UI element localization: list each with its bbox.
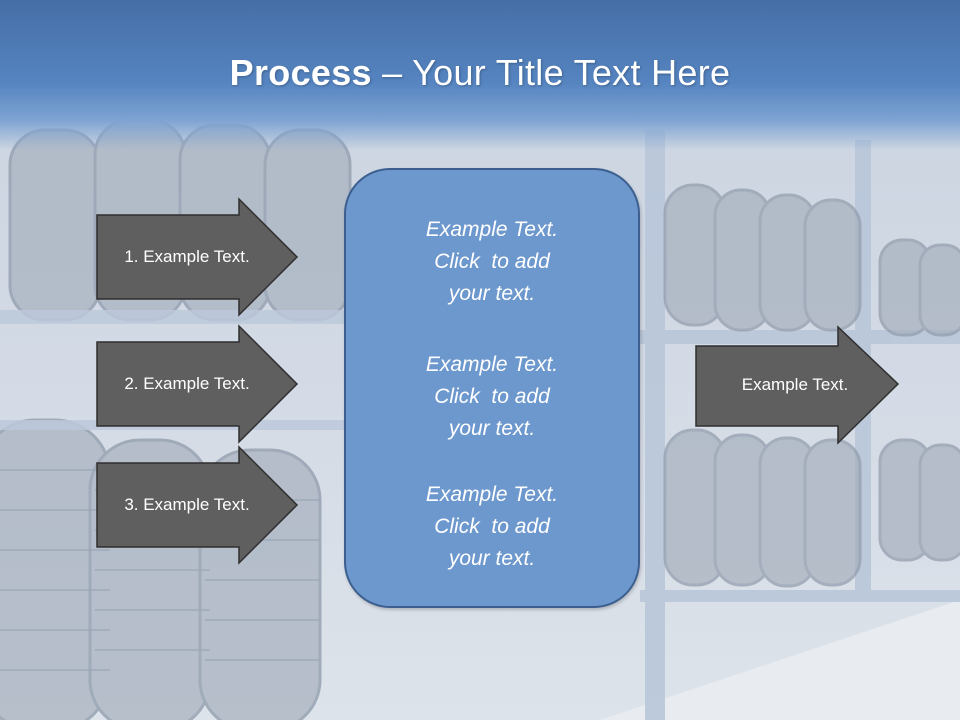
center-line: Click to add xyxy=(434,385,550,408)
left-arrow-2-label: 2. Example Text. xyxy=(124,374,250,393)
arrow-1-shape xyxy=(96,197,299,317)
title-band xyxy=(0,0,960,150)
left-arrow-1-label: 1. Example Text. xyxy=(124,247,250,266)
left-arrow-2[interactable]: 2. Example Text. xyxy=(96,324,299,444)
left-arrow-1[interactable]: 1. Example Text. xyxy=(96,197,299,317)
center-line: your text. xyxy=(448,417,536,440)
arrow-3-shape xyxy=(96,445,299,565)
center-line: Example Text. xyxy=(425,218,559,241)
left-arrow-3-label: 3. Example Text. xyxy=(124,495,250,514)
center-line: Click to add xyxy=(434,515,550,538)
slide-title[interactable]: Process – Your Title Text Here xyxy=(0,52,960,94)
arrow-2-shape xyxy=(96,324,299,444)
right-arrow-label: Example Text. xyxy=(741,375,849,394)
center-line: Click to add xyxy=(434,250,550,273)
center-line: Example Text. xyxy=(425,483,559,506)
right-arrow[interactable]: Example Text. xyxy=(695,325,900,445)
center-text-box[interactable]: Example Text. Click to add your text. Ex… xyxy=(344,168,640,608)
title-bold: Process xyxy=(229,52,372,93)
left-arrow-3[interactable]: 3. Example Text. xyxy=(96,445,299,565)
center-paragraph-1: Example Text. Click to add your text. xyxy=(346,214,638,310)
center-line: your text. xyxy=(448,547,536,570)
center-line: your text. xyxy=(448,282,536,305)
center-paragraph-3: Example Text. Click to add your text. xyxy=(346,479,638,575)
title-rest: – Your Title Text Here xyxy=(371,52,731,93)
right-arrow-shape xyxy=(695,325,900,445)
center-paragraph-2: Example Text. Click to add your text. xyxy=(346,349,638,445)
center-line: Example Text. xyxy=(425,353,559,376)
